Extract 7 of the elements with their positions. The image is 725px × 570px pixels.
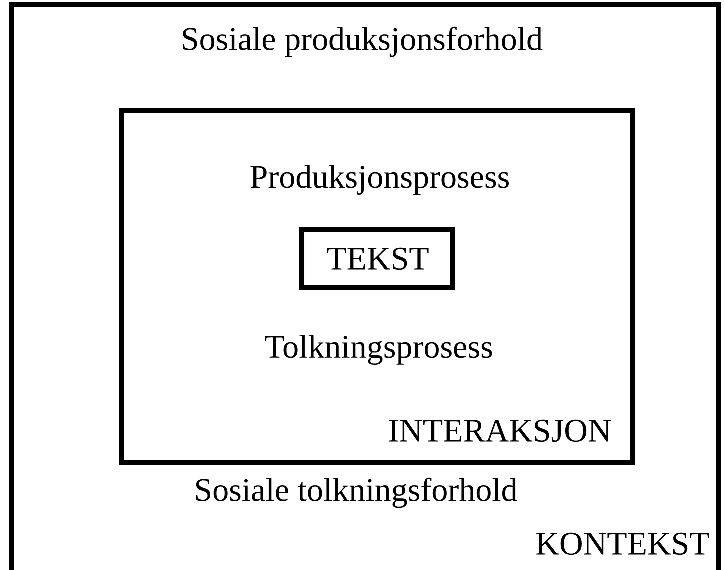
label: INTERAKSJON bbox=[389, 420, 612, 442]
label: Produksjonsprosess bbox=[250, 165, 509, 195]
label: KONTEKST bbox=[536, 532, 710, 556]
label: Tolkningsprosess bbox=[265, 335, 492, 366]
label: Sosiale produksjonsforhold bbox=[183, 26, 543, 58]
label: Sosiale tolkningsforhold bbox=[196, 478, 518, 508]
label: TEKST bbox=[327, 248, 429, 270]
